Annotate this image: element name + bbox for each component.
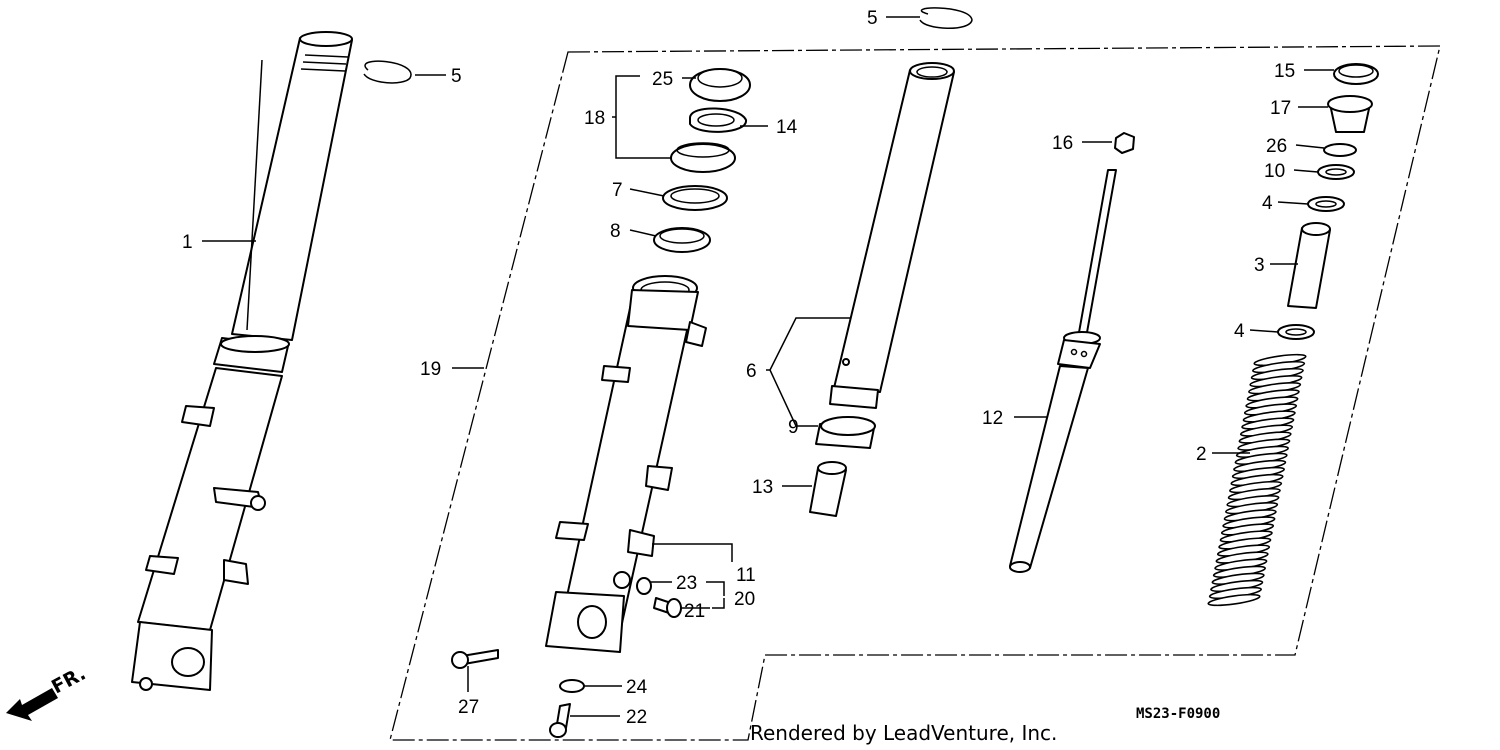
- part-bolt-plug: [1327, 95, 1373, 133]
- callout-10: 10: [1264, 161, 1285, 182]
- callout-5-top: 5: [867, 8, 878, 29]
- front-direction-arrow: [6, 688, 58, 721]
- part-o-ring: [1323, 143, 1357, 157]
- part-circlip-top: [919, 7, 973, 29]
- callout-9: 9: [788, 417, 799, 438]
- part-spring-seat-upper: [1307, 196, 1345, 212]
- callout-1: 1: [182, 232, 193, 253]
- leader-lines: [202, 16, 1334, 717]
- part-spring-seat-lower: [1277, 324, 1315, 340]
- callout-13: 13: [752, 477, 773, 498]
- part-oil-seal: [670, 142, 736, 173]
- callout-labels: 1 5 5 25 14 18 7 8 19 6 9 13 16 12 15 17…: [182, 8, 1295, 728]
- part-spring-collar: [1287, 222, 1331, 309]
- part-washer-24: [559, 679, 585, 693]
- callout-18: 18: [584, 108, 605, 129]
- callout-7: 7: [612, 180, 623, 201]
- callout-12: 12: [982, 408, 1003, 429]
- callout-8: 8: [610, 221, 621, 242]
- part-stop-ring: [689, 107, 747, 133]
- callout-2: 2: [1196, 444, 1207, 465]
- callout-4-upper: 4: [1262, 193, 1273, 214]
- callout-19: 19: [420, 359, 441, 380]
- callout-6: 6: [746, 361, 757, 382]
- callout-5-left: 5: [451, 66, 462, 87]
- callout-16: 16: [1052, 133, 1073, 154]
- callout-15: 15: [1274, 61, 1295, 82]
- part-washer-23: [636, 577, 652, 595]
- callout-3: 3: [1254, 255, 1265, 276]
- part-circlip-left: [363, 60, 412, 84]
- part-guide-bushing: [653, 227, 711, 253]
- callout-21: 21: [684, 601, 705, 622]
- spring-coil: [1207, 593, 1261, 607]
- part-fork-assembly: [131, 31, 353, 691]
- part-nut: [1114, 132, 1135, 154]
- part-dust-seal: [689, 68, 751, 102]
- callout-11: 11: [736, 565, 756, 586]
- part-oil-lock-piece: [809, 461, 847, 517]
- part-bolt-22: [549, 703, 571, 738]
- callout-26: 26: [1266, 136, 1287, 157]
- part-damper-rod: [1009, 169, 1117, 573]
- callout-22: 22: [626, 707, 647, 728]
- callout-24: 24: [626, 677, 648, 698]
- part-fork-cap: [1333, 63, 1379, 85]
- callout-14: 14: [776, 117, 798, 138]
- callout-27: 27: [458, 697, 479, 718]
- callout-4-lower: 4: [1234, 321, 1245, 342]
- callout-23: 23: [676, 573, 697, 594]
- callout-25: 25: [652, 69, 673, 90]
- diagram-code: MS23-F0900: [1136, 706, 1220, 722]
- callout-20: 20: [734, 589, 755, 610]
- part-spring-seat-washer: [1317, 164, 1355, 180]
- part-back-up-ring: [662, 185, 728, 211]
- part-bolt-27: [451, 649, 499, 669]
- render-credit: Rendered by LeadVenture, Inc.: [750, 721, 1057, 745]
- part-slider-bushing: [815, 416, 876, 449]
- part-fork-spring: [1207, 353, 1307, 607]
- callout-17: 17: [1270, 98, 1291, 119]
- part-fork-tube: [829, 62, 955, 409]
- part-outer-tube: [545, 275, 707, 653]
- part-bolt-21: [653, 597, 682, 618]
